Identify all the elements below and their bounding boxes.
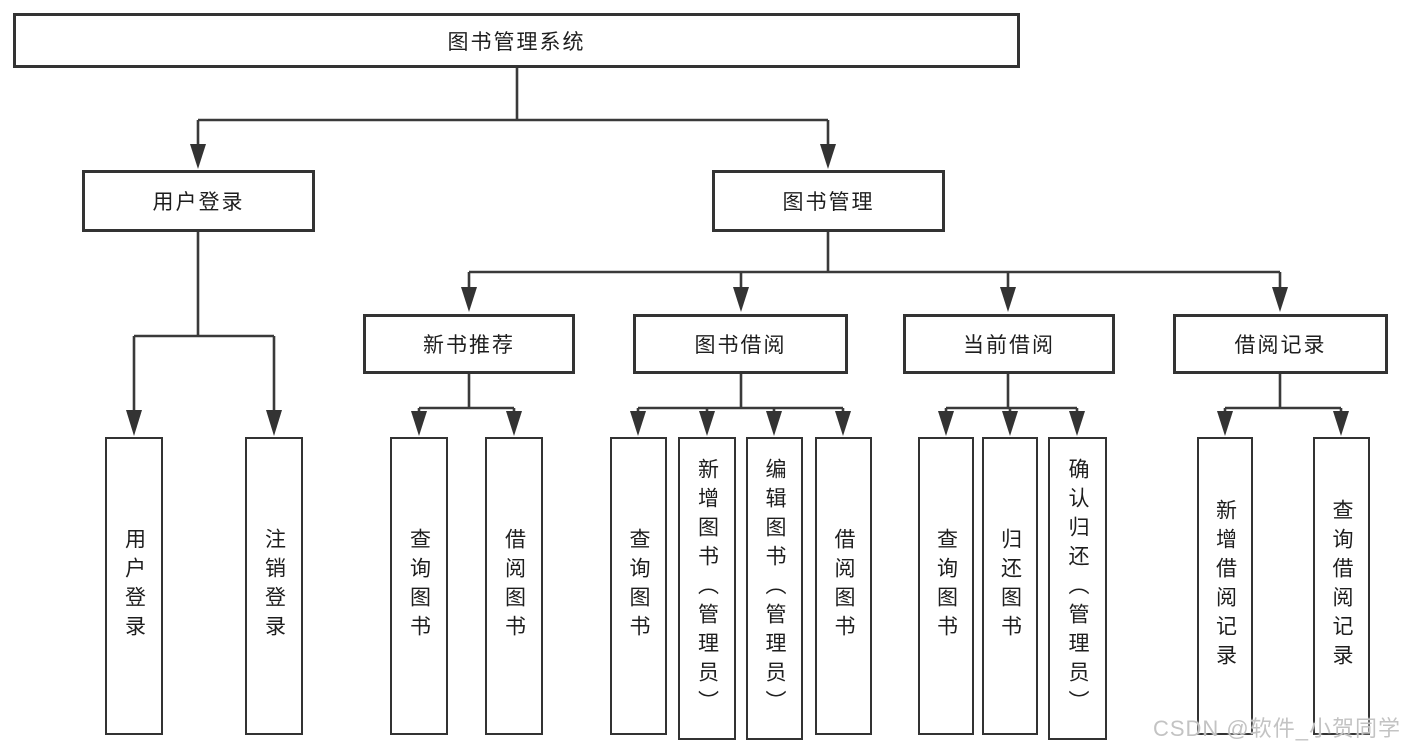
leaf-label: 注销登录	[262, 528, 286, 644]
leaf-confirm-return-admin: 确认归还（管理员）	[1048, 437, 1107, 740]
leaf-label: 用户登录	[122, 528, 146, 644]
leaf-query-books-2: 查询图书	[610, 437, 667, 735]
leaf-label: 借阅图书	[502, 528, 526, 644]
leaf-add-borrow-record: 新增借阅记录	[1197, 437, 1253, 735]
leaf-label: 新增图书（管理员）	[695, 458, 719, 719]
leaf-label: 查询图书	[627, 528, 650, 644]
leaf-borrow-books-2: 借阅图书	[815, 437, 872, 735]
leaf-edit-books-admin: 编辑图书（管理员）	[746, 437, 803, 740]
node-current-borrow: 当前借阅	[903, 314, 1115, 374]
leaf-borrow-books: 借阅图书	[485, 437, 543, 735]
leaf-logout-login: 注销登录	[245, 437, 303, 735]
leaf-add-books-admin: 新增图书（管理员）	[678, 437, 736, 740]
leaf-label: 查询图书	[407, 528, 431, 644]
node-new-book-recommend: 新书推荐	[363, 314, 575, 374]
node-book-borrow: 图书借阅	[633, 314, 848, 374]
leaf-label: 查询借阅记录	[1330, 499, 1353, 673]
leaf-label: 查询图书	[934, 528, 958, 644]
leaf-label: 确认归还（管理员）	[1066, 458, 1089, 719]
leaf-user-login: 用户登录	[105, 437, 163, 735]
node-library-management-system: 图书管理系统	[13, 13, 1020, 68]
node-borrow-records: 借阅记录	[1173, 314, 1388, 374]
leaf-label: 编辑图书（管理员）	[763, 458, 786, 719]
node-book-management: 图书管理	[712, 170, 945, 232]
leaf-query-borrow-record: 查询借阅记录	[1313, 437, 1370, 735]
leaf-label: 借阅图书	[832, 528, 855, 644]
leaf-query-books: 查询图书	[390, 437, 448, 735]
csdn-watermark: CSDN @软件_小贺同学	[1152, 716, 1401, 741]
leaf-label: 新增借阅记录	[1213, 499, 1237, 673]
leaf-label: 归还图书	[998, 528, 1022, 644]
node-user-login: 用户登录	[82, 170, 315, 232]
leaf-return-books: 归还图书	[982, 437, 1038, 735]
leaf-query-books-3: 查询图书	[918, 437, 974, 735]
